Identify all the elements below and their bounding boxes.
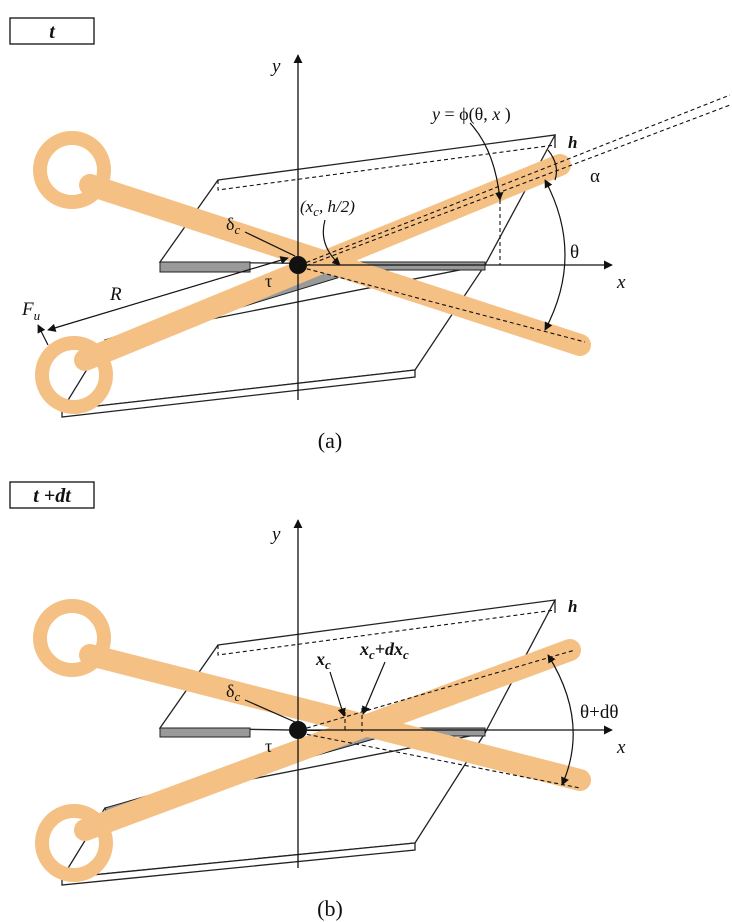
x-axis-label-a: x bbox=[616, 272, 626, 293]
x-axis-label-b: x bbox=[616, 737, 626, 758]
time-box-b bbox=[9, 481, 95, 509]
lower-sheet-edge-b bbox=[61, 842, 416, 886]
lower-blade-b bbox=[79, 644, 591, 791]
delta-c-label-a: δc bbox=[226, 214, 240, 237]
panel-b: t +dt y x h bbox=[9, 481, 626, 921]
panel-a: t bbox=[9, 17, 731, 453]
r-arrow-a bbox=[47, 256, 289, 332]
delta-pointer-b bbox=[244, 699, 296, 723]
lower-handle-ring-b bbox=[35, 804, 113, 882]
blade-extension-line-a bbox=[299, 94, 731, 266]
phi-curve-label-a: y = ϕ(θ, x ) bbox=[430, 104, 511, 125]
upper-handle-ring-b bbox=[33, 599, 111, 677]
lower-blade-centerline-a bbox=[299, 266, 586, 343]
xc-pointer-b bbox=[329, 671, 346, 717]
delta-pointer-a bbox=[244, 231, 296, 257]
phi-pointer-a bbox=[469, 122, 504, 201]
upper-blade-b bbox=[74, 639, 581, 841]
xc-dxc-label-b: xc+dxc bbox=[359, 639, 409, 662]
theta-arc-a bbox=[544, 179, 566, 331]
h-label-a: h bbox=[568, 133, 577, 152]
theta-dtheta-arc-b bbox=[547, 654, 574, 786]
tau-label-a: τ bbox=[265, 271, 272, 291]
fu-arrow-a bbox=[37, 324, 49, 346]
time-label-a: t bbox=[49, 21, 56, 43]
upper-sheet-hidden-edge-a bbox=[217, 144, 556, 191]
xc-dxc-pointer-b bbox=[362, 661, 386, 715]
time-box-a bbox=[9, 17, 95, 45]
theta-dtheta-label-b: θ+dθ bbox=[580, 702, 618, 723]
time-label-b: t +dt bbox=[33, 485, 72, 507]
xc-pointer-a bbox=[322, 219, 341, 266]
caption-b: (b) bbox=[317, 896, 343, 921]
upper-handle-ring-a bbox=[33, 131, 111, 209]
upper-blade-centerline-b bbox=[299, 649, 576, 731]
r-label-a: R bbox=[109, 284, 122, 305]
xc-label-b: xc bbox=[315, 649, 331, 672]
xc-label-a: (xc, h/2) bbox=[300, 197, 355, 219]
lower-blade-centerline-b bbox=[299, 732, 581, 789]
alpha-arc-a bbox=[547, 149, 558, 181]
lower-handle-ring-a bbox=[35, 336, 113, 414]
lower-sheet-edge-a bbox=[61, 369, 416, 418]
pivot-a bbox=[289, 256, 307, 274]
cut-edge-left-a bbox=[159, 261, 251, 273]
upper-sheet-hidden-edge-b bbox=[217, 609, 556, 656]
fu-label-a: Fu bbox=[21, 299, 41, 323]
y-axis-label-a: y bbox=[270, 56, 281, 77]
cut-edge-left-b bbox=[159, 727, 251, 738]
pivot-b bbox=[289, 721, 307, 739]
theta-label-a: θ bbox=[570, 242, 579, 263]
h-label-b: h bbox=[568, 597, 577, 616]
y-axis-label-b: y bbox=[270, 524, 281, 545]
delta-c-label-b: δc bbox=[226, 681, 240, 704]
tau-label-b: τ bbox=[265, 736, 272, 756]
alpha-label-a: α bbox=[590, 166, 600, 187]
caption-a: (a) bbox=[318, 428, 342, 453]
